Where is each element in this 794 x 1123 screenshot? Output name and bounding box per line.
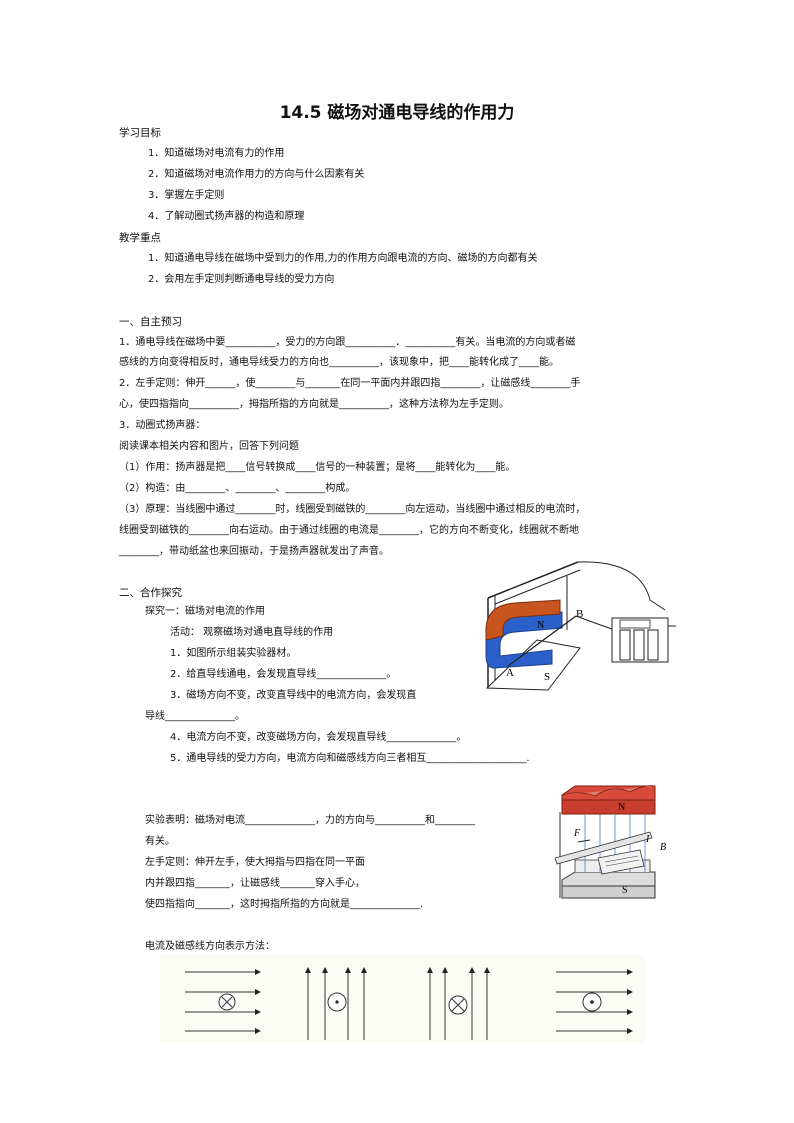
preview-line: 3．动圈式扬声器： <box>119 420 206 431</box>
preview-line: 阅读课本相关内容和图片，回答下列问题 <box>119 441 299 452</box>
conclusion-line: 有关。 <box>145 836 175 847</box>
preview-line: ________，带动纸盆也来回振动，于是扬声器就发出了声音。 <box>119 546 389 557</box>
fig2-label-n: N <box>618 802 625 813</box>
fig2-label-f: F <box>573 828 581 839</box>
conclusion-line: 使四指指向_______，这时拇指所指的方向就是______________. <box>145 899 424 910</box>
explore-step: 4．电流方向不变，改变磁场方向，会发现直导线______________。 <box>170 732 467 743</box>
goal-item: 4．了解动圈式扬声器的构造和原理 <box>148 211 305 222</box>
explore-sub: 探究一：磁场对电流的作用 <box>145 606 265 617</box>
explore-heading: 二、合作探究 <box>119 587 182 599</box>
fig2-label-s: S <box>622 885 628 896</box>
fig1-label-s: S <box>544 671 550 683</box>
conclusion-line: 内并跟四指_______，让磁感线_______穿入手心， <box>145 878 365 889</box>
fig1-label-b: B <box>576 608 583 620</box>
preview-line: （1）作用：扬声器是把____信号转换成____信号的一种装置；是将____能转… <box>119 462 516 473</box>
explore-step: 1．如图所示组装实验器材。 <box>170 648 297 659</box>
explore-step: 3．磁场方向不变，改变直导线中的电流方向，会发现直 <box>170 690 417 701</box>
fig1-label-a: A <box>506 667 514 679</box>
focus-item: 2．会用左手定则判断通电导线的受力方向 <box>148 274 335 285</box>
preview-heading: 一、自主预习 <box>119 316 182 328</box>
goals-heading: 学习目标 <box>119 127 161 139</box>
focus-heading: 教学重点 <box>119 232 161 244</box>
preview-line: （3）原理：当线圈中通过________时，线圈受到磁铁的________向左运… <box>119 504 586 515</box>
preview-line: 1．通电导线在磁场中要__________，受力的方向跟__________．_… <box>119 337 576 348</box>
goal-item: 3．掌握左手定则 <box>148 190 225 201</box>
goal-item: 1．知道磁场对电流有力的作用 <box>148 148 285 159</box>
preview-line: 线圈受到磁铁的________向右运动。由于通过线圈的电流是________，它… <box>119 525 579 536</box>
preview-line: （2）构造：由________、________、________构成。 <box>119 483 356 494</box>
conclusion-line: 左手定则：伸开左手，使大拇指与四指在同一平面 <box>145 857 365 868</box>
explore-activity: 活动： 观察磁场对通电直导线的作用 <box>170 627 334 638</box>
explore-step: 导线______________。 <box>145 711 245 722</box>
explore-step: 5．通电导线的受力方向，电流方向和磁感线方向三者相互______________… <box>170 753 530 764</box>
page-title: 14.5 磁场对通电导线的作用力 <box>279 103 515 123</box>
explore-step: 2．给直导线通电，会发现直导线______________。 <box>170 669 397 680</box>
focus-item: 1．知道通电导线在磁场中受到力的作用,力的作用方向跟电流的方向、磁场的方向都有关 <box>148 253 538 264</box>
goal-item: 2．知道磁场对电流作用力的方向与什么因素有关 <box>148 169 365 180</box>
conclusion-line: 实验表明：磁场对电流______________，力的方向与__________… <box>145 815 475 826</box>
notation-label: 电流及磁感线方向表示方法： <box>145 941 275 952</box>
fig2-label-b: B <box>660 842 666 853</box>
preview-line: 2．左手定则：伸开______，使________与_______在同一平面内并… <box>119 378 581 389</box>
preview-line: 心，使四指指向__________，拇指所指的方向就是__________，这种… <box>119 399 509 410</box>
fig2-label-i: I <box>645 834 650 845</box>
preview-line: 感线的方向变得相反时，通电导线受力的方向也__________，该现象中，把__… <box>119 357 559 368</box>
fig1-label-n: N <box>537 620 544 631</box>
